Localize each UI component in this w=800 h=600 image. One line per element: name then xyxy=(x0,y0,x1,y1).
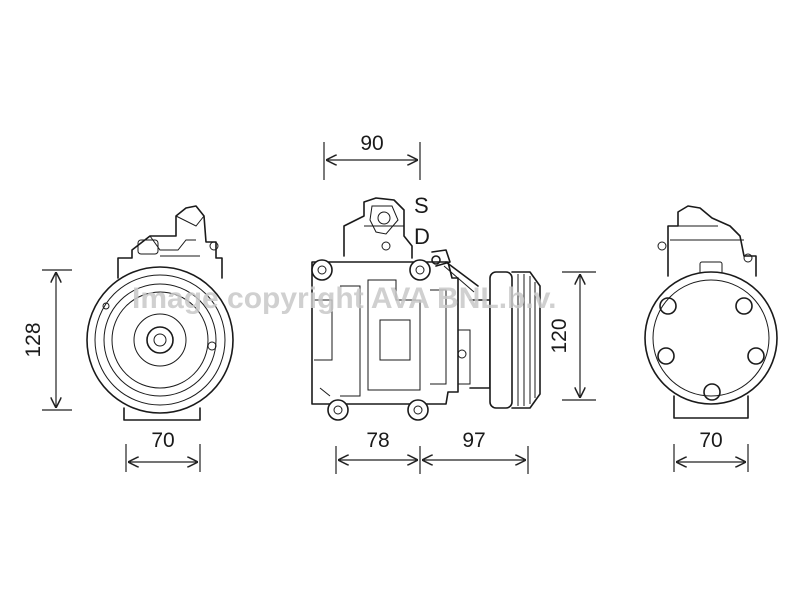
side-view: 90 S D xyxy=(311,132,596,474)
side-view-ports xyxy=(343,197,479,293)
rear-view-head xyxy=(657,205,757,277)
front-height-dimension: 128 xyxy=(22,269,72,411)
front-view: 128 70 xyxy=(22,205,234,472)
side-top-label: 90 xyxy=(360,132,383,155)
front-height-label: 128 xyxy=(22,322,45,357)
side-view-pulley xyxy=(469,271,541,409)
suction-port-label: S xyxy=(414,193,429,218)
front-width-label: 70 xyxy=(151,429,174,452)
front-view-clutch xyxy=(86,266,234,421)
rear-view-body xyxy=(644,271,778,419)
rear-view: 70 xyxy=(644,205,778,472)
copyright-watermark: Image copyright AVA BNL.b.v. xyxy=(132,282,556,315)
side-view-body xyxy=(311,259,471,421)
side-top-dimension: 90 xyxy=(323,132,421,180)
rear-width-label: 70 xyxy=(699,429,722,452)
rear-width-dimension: 70 xyxy=(673,429,749,472)
side-pulley-length-label: 97 xyxy=(462,429,485,452)
side-body-length-label: 78 xyxy=(366,429,389,452)
side-bottom-dimensions: 78 97 xyxy=(335,429,529,474)
front-width-dimension: 70 xyxy=(125,429,201,472)
side-height-dimension: 120 xyxy=(548,271,596,401)
discharge-port-label: D xyxy=(414,224,430,249)
side-height-label: 120 xyxy=(548,318,571,353)
front-view-head xyxy=(117,205,223,279)
